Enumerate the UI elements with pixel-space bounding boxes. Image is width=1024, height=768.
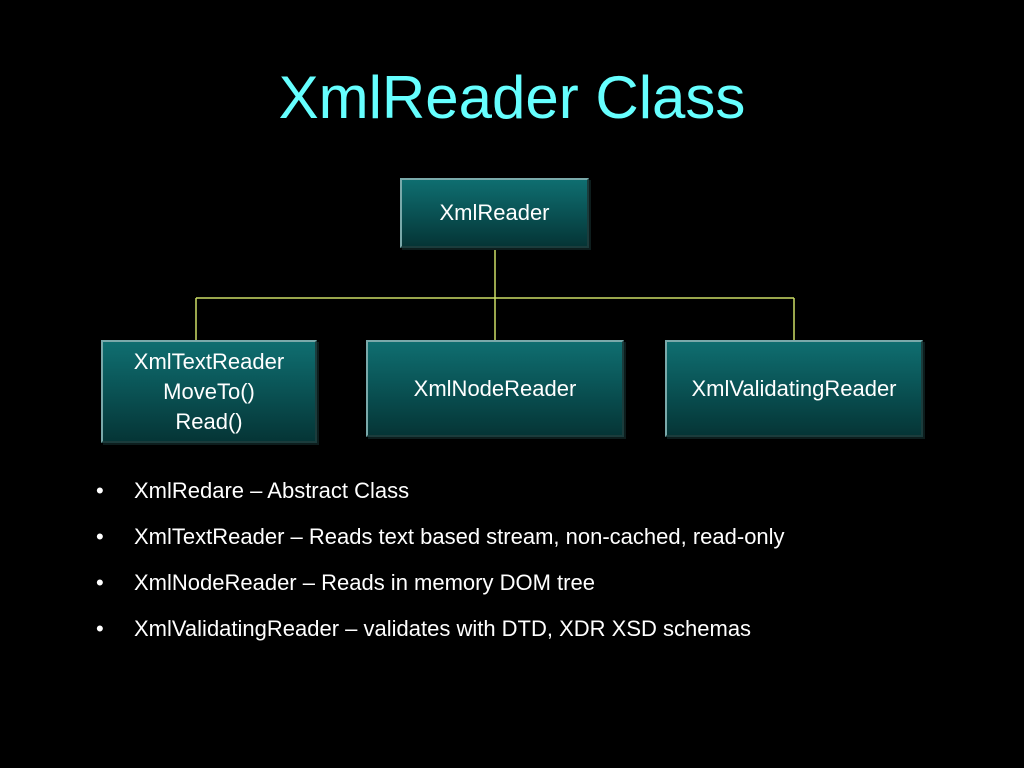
bullet-text: XmlTextReader – Reads text based stream,… [134,524,785,549]
bullet-marker: • [96,478,104,503]
node-xmlreader-label: XmlReader [439,200,550,225]
bullet-marker: • [96,616,104,641]
node-xmltextreader: XmlTextReader MoveTo() Read() [101,340,317,443]
bullet-text: XmlValidatingReader – validates with DTD… [134,616,752,641]
connector-lines [195,247,795,342]
bullet-text: XmlNodeReader – Reads in memory DOM tree [134,570,595,595]
node-xmlvalidatingreader-label: XmlValidatingReader [691,375,897,401]
slide-title: XmlReader Class [278,64,746,131]
node-xmlnodereader: XmlNodeReader [366,340,624,437]
node-xmlvalidatingreader: XmlValidatingReader [665,340,923,437]
bullet-marker: • [96,570,104,595]
node-xmlnodereader-label: XmlNodeReader [413,375,577,401]
bullet-text: XmlRedare – Abstract Class [134,478,410,503]
node-xmltextreader-line: XmlTextReader [133,348,285,374]
bullet-marker: • [96,524,104,549]
node-xmlreader: XmlReader [400,178,589,248]
node-xmltextreader-line: Read() [175,408,243,434]
node-xmltextreader-line: MoveTo() [163,378,255,404]
